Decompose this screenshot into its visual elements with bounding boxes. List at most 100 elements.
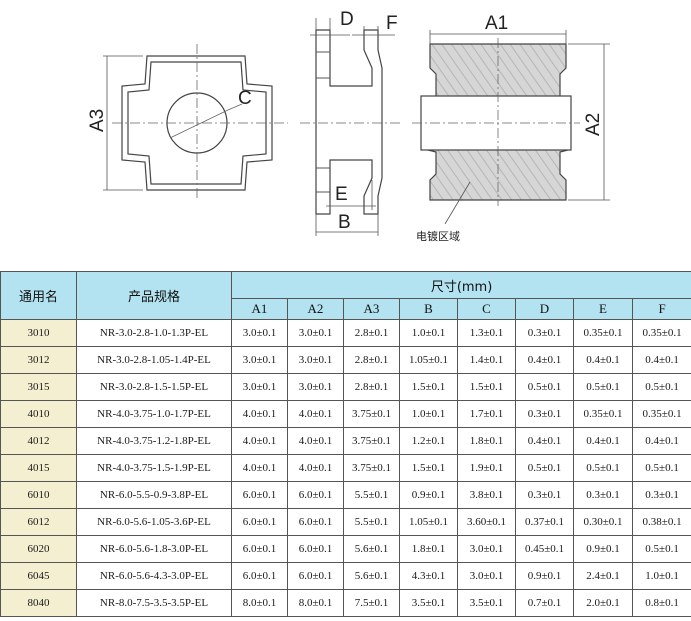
- label-d: D: [340, 9, 354, 30]
- cell-dim-d: 0.5±0.1: [515, 373, 574, 401]
- cell-code: 6010: [0, 481, 77, 509]
- label-f: F: [386, 13, 398, 34]
- cell-dim-a1: 4.0±0.1: [231, 454, 288, 482]
- cell-dim-f: 0.35±0.1: [631, 319, 691, 347]
- cell-dim-a2: 8.0±0.1: [287, 589, 344, 617]
- header-code: 通用名: [0, 271, 77, 320]
- label-a2: A2: [583, 113, 604, 136]
- cell-dim-a1: 6.0±0.1: [231, 481, 288, 509]
- cell-model: NR-6.0-5.6-1.05-3.6P-EL: [76, 508, 232, 536]
- cell-dim-a2: 6.0±0.1: [287, 508, 344, 536]
- cell-dim-c: 1.3±0.1: [457, 319, 516, 347]
- cell-dim-d: 0.3±0.1: [515, 400, 574, 428]
- cell-dim-d: 0.45±0.1: [515, 535, 574, 563]
- cell-dim-b: 1.5±0.1: [399, 373, 458, 401]
- cell-dim-b: 4.3±0.1: [399, 562, 458, 590]
- cell-dim-e: 0.5±0.1: [573, 454, 633, 482]
- cell-dim-a2: 3.0±0.1: [287, 319, 344, 347]
- cell-dim-b: 1.2±0.1: [399, 427, 458, 455]
- cell-dim-a3: 5.6±0.1: [343, 562, 400, 590]
- cell-dim-f: 0.4±0.1: [631, 427, 691, 455]
- cell-model: NR-6.0-5.6-1.8-3.0P-EL: [76, 535, 232, 563]
- label-e: E: [335, 184, 348, 205]
- cell-dim-d: 0.4±0.1: [515, 346, 574, 374]
- cell-dim-a3: 3.75±0.1: [343, 427, 400, 455]
- side-view: [300, 29, 400, 215]
- header-dim-b: B: [399, 298, 458, 320]
- cell-dim-b: 1.05±0.1: [399, 346, 458, 374]
- cell-dim-c: 3.5±0.1: [457, 589, 516, 617]
- dimension-drawing: A3 C D F E B: [87, 9, 610, 243]
- cell-dim-a1: 6.0±0.1: [231, 562, 288, 590]
- cell-model: NR-3.0-2.8-1.5-1.5P-EL: [76, 373, 232, 401]
- cell-dim-f: 0.3±0.1: [631, 481, 691, 509]
- cell-dim-f: 0.38±0.1: [631, 508, 691, 536]
- cell-code: 4015: [0, 454, 77, 482]
- cell-dim-e: 0.9±0.1: [573, 535, 633, 563]
- cell-dim-b: 1.0±0.1: [399, 400, 458, 428]
- cell-code: 4010: [0, 400, 77, 428]
- cell-dim-b: 1.05±0.1: [399, 508, 458, 536]
- side-view-dimensions: [310, 18, 395, 236]
- cell-dim-a2: 3.0±0.1: [287, 346, 344, 374]
- cell-dim-c: 1.9±0.1: [457, 454, 516, 482]
- label-a1: A1: [485, 13, 508, 34]
- cell-dim-a2: 6.0±0.1: [287, 562, 344, 590]
- cell-dim-e: 0.35±0.1: [573, 319, 633, 347]
- front-view-dimensions: [429, 30, 610, 225]
- cell-dim-a2: 3.0±0.1: [287, 373, 344, 401]
- cell-dim-d: 0.3±0.1: [515, 481, 574, 509]
- cell-dim-b: 3.5±0.1: [399, 589, 458, 617]
- cell-dim-a3: 3.75±0.1: [343, 400, 400, 428]
- cell-dim-e: 0.3±0.1: [573, 481, 633, 509]
- plating-area-note: 电镀区域: [416, 229, 460, 243]
- header-model: 产品规格: [76, 271, 232, 320]
- cell-dim-f: 0.5±0.1: [631, 535, 691, 563]
- cell-dim-a1: 3.0±0.1: [231, 319, 288, 347]
- cell-dim-a1: 6.0±0.1: [231, 508, 288, 536]
- cell-model: NR-4.0-3.75-1.0-1.7P-EL: [76, 400, 232, 428]
- cell-code: 4012: [0, 427, 77, 455]
- cell-dim-c: 1.7±0.1: [457, 400, 516, 428]
- cell-dim-a3: 3.75±0.1: [343, 454, 400, 482]
- label-a3: A3: [87, 109, 108, 132]
- cell-code: 6045: [0, 562, 77, 590]
- cell-dim-c: 1.8±0.1: [457, 427, 516, 455]
- cell-dim-a2: 4.0±0.1: [287, 400, 344, 428]
- cell-model: NR-6.0-5.6-4.3-3.0P-EL: [76, 562, 232, 590]
- cell-code: 6012: [0, 508, 77, 536]
- header-dim-e: E: [573, 298, 633, 320]
- cell-dim-a3: 2.8±0.1: [343, 373, 400, 401]
- cell-code: 3015: [0, 373, 77, 401]
- cell-model: NR-3.0-2.8-1.05-1.4P-EL: [76, 346, 232, 374]
- label-c: C: [238, 88, 252, 109]
- cell-dim-a1: 8.0±0.1: [231, 589, 288, 617]
- cell-dim-a1: 6.0±0.1: [231, 535, 288, 563]
- cell-dim-f: 0.8±0.1: [631, 589, 691, 617]
- cell-dim-b: 1.8±0.1: [399, 535, 458, 563]
- cell-dim-d: 0.9±0.1: [515, 562, 574, 590]
- cell-model: NR-3.0-2.8-1.0-1.3P-EL: [76, 319, 232, 347]
- cell-dim-b: 1.0±0.1: [399, 319, 458, 347]
- cell-model: NR-4.0-3.75-1.5-1.9P-EL: [76, 454, 232, 482]
- cell-code: 8040: [0, 589, 77, 617]
- front-view: [412, 38, 580, 206]
- cell-dim-d: 0.7±0.1: [515, 589, 574, 617]
- cell-dim-f: 0.35±0.1: [631, 400, 691, 428]
- header-dim-a2: A2: [287, 298, 344, 320]
- cell-dim-a3: 2.8±0.1: [343, 346, 400, 374]
- cell-code: 3010: [0, 319, 77, 347]
- cell-dim-a1: 4.0±0.1: [231, 400, 288, 428]
- cell-model: NR-6.0-5.5-0.9-3.8P-EL: [76, 481, 232, 509]
- cell-dim-a3: 2.8±0.1: [343, 319, 400, 347]
